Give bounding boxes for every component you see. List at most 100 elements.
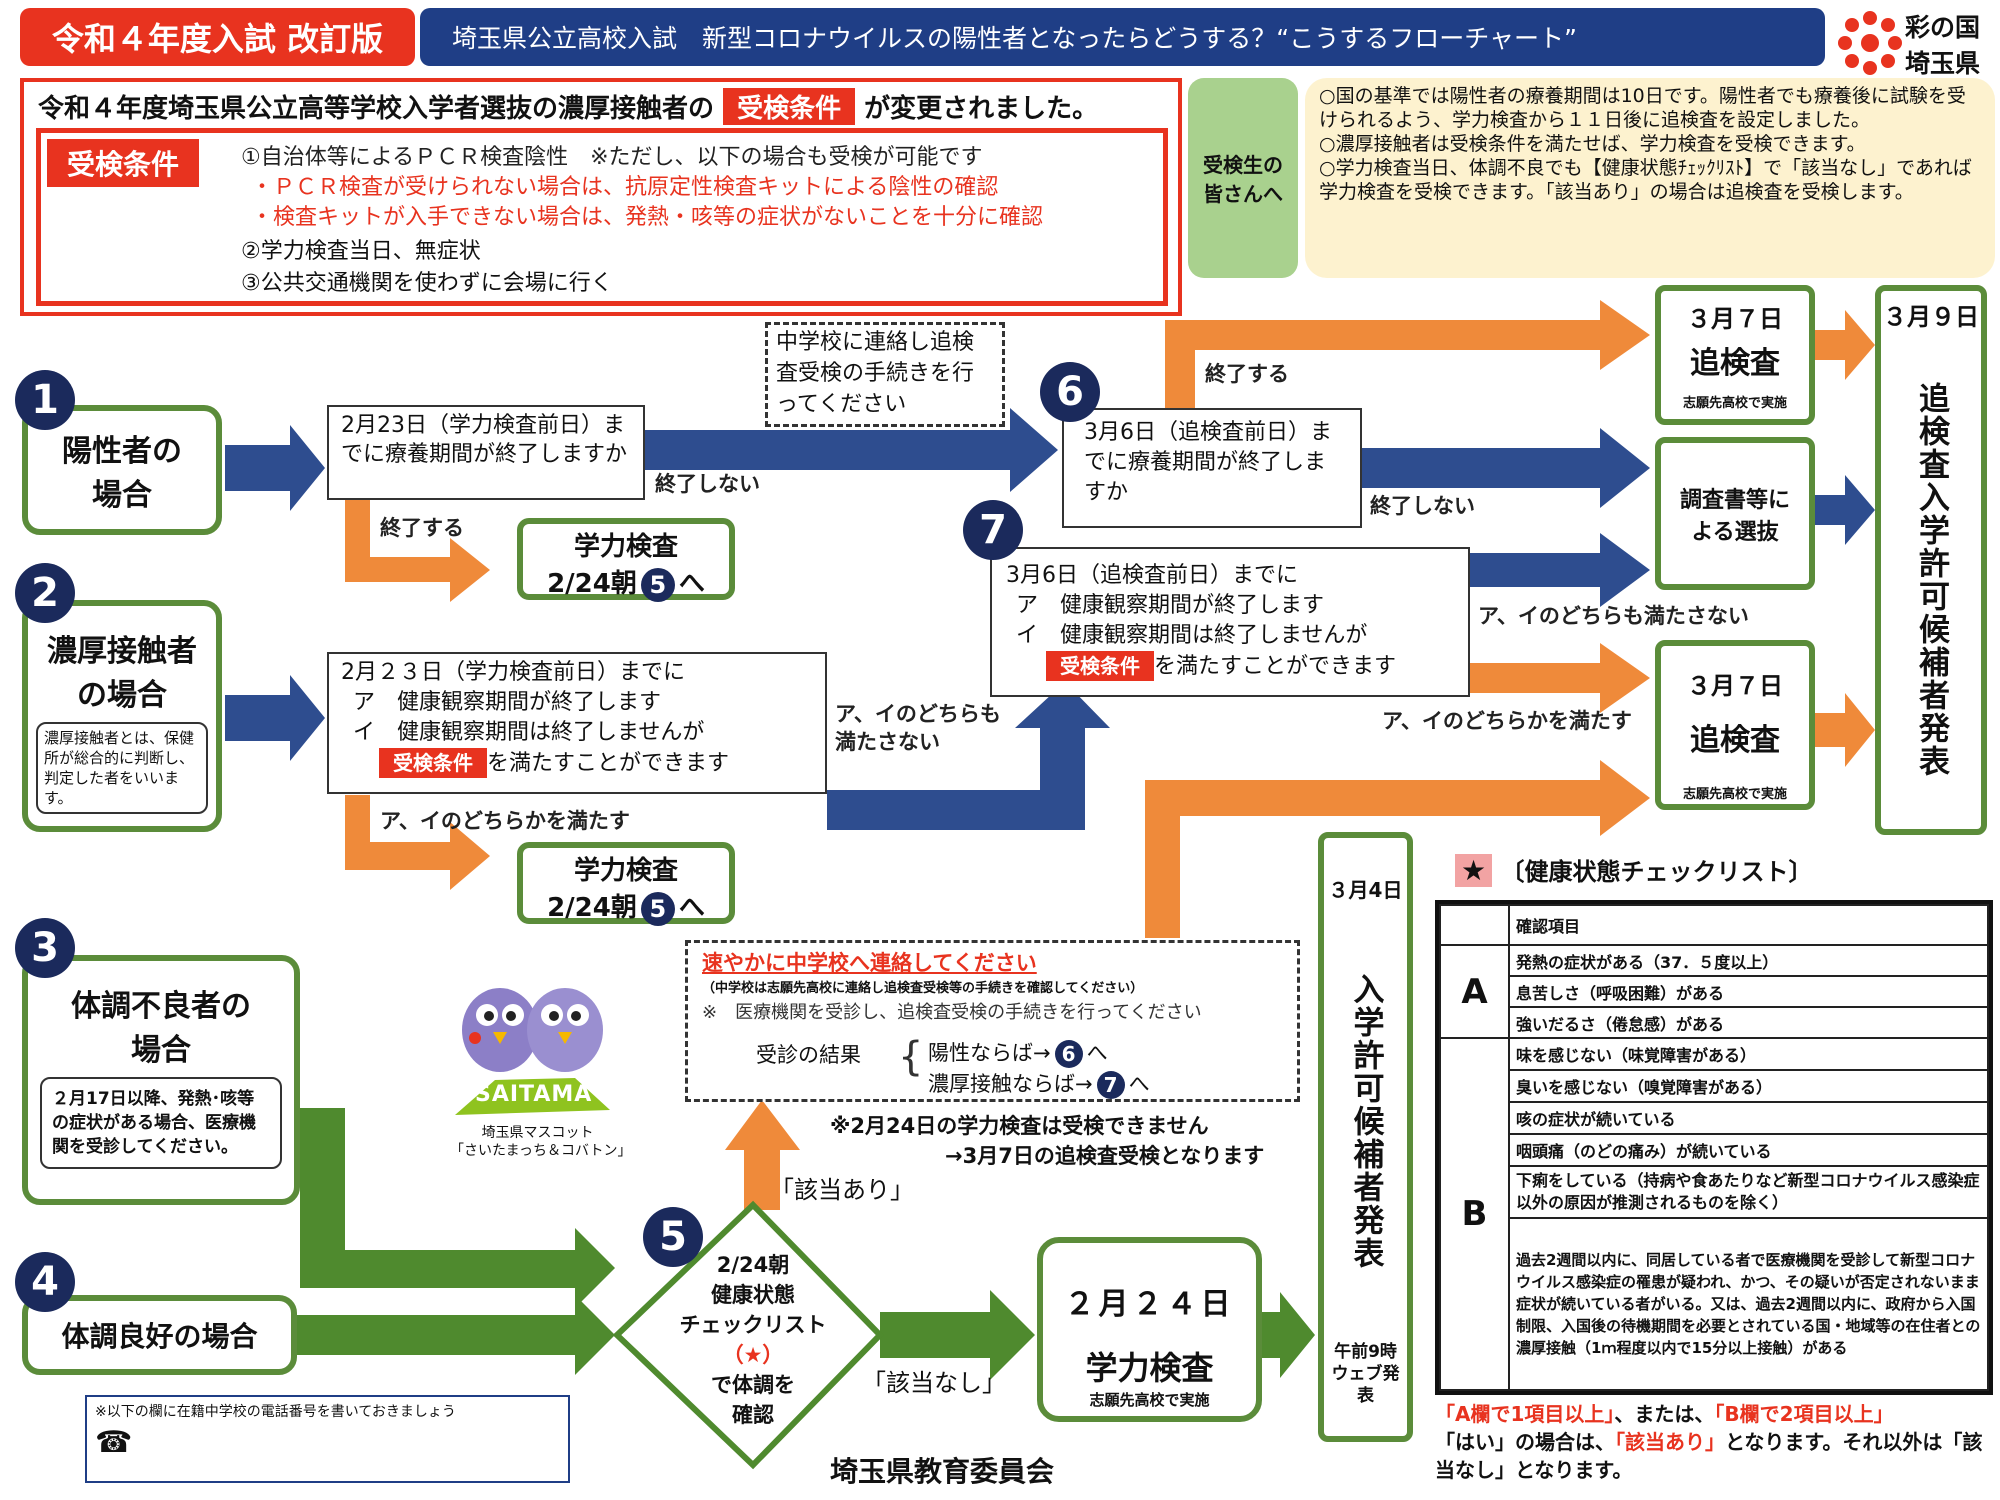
diamond-line4: （★）: [722, 1343, 784, 1367]
mar4-result-box: ３月4日 入学許可候補者発表 午前9時ウェブ発表: [1318, 832, 1413, 1442]
label-yes: 「該当あり」: [770, 1176, 914, 1204]
retest-2-sub: 志願先高校で実施: [1682, 787, 1787, 802]
label-not-ended-q6: 終了しない: [1370, 494, 1475, 518]
label-neither-q7: ア、イのどちらも満たさない: [1478, 604, 1749, 628]
notice-lead-text: 令和４年度埼玉県公立高等学校入学者選抜の濃厚接触者の: [38, 94, 715, 124]
cond-line2: ・ＰＣＲ検査が受けられない場合は、抗原定性検査キットによる陰性の確認: [251, 175, 999, 200]
edition-badge: 令和４年度入試 改訂版: [20, 8, 415, 66]
q2-line1: 2月２３日（学力検査前日）までに: [341, 660, 685, 685]
logo-line2: 埼玉県: [1905, 49, 1981, 78]
question-recovery-feb23: 2月23日（学力検査前日）までに療養期間が終了しますか: [327, 405, 645, 500]
label-no: 「該当なし」: [862, 1369, 1006, 1397]
notice-tail: が変更されました。: [864, 94, 1099, 124]
arrow-retest2-mar9: [1815, 693, 1875, 767]
arrow-q1-q6: [645, 408, 1058, 492]
students-info: ○国の基準では陽性者の療養期間は10日です。陽性者でも療養後に試験を受けられるよ…: [1305, 78, 1995, 278]
diamond-text: 2/24朝 健康状態 チェックリスト （★） で体調を 確認: [672, 1250, 834, 1430]
if-positive-step: 6: [1054, 1040, 1083, 1068]
students-p2: ○濃厚接触者は受検条件を満たせば、学力検査を受検できます。: [1319, 133, 1866, 155]
cond-line3: ・検査キットが入手できない場合は、発熱・咳等の症状がないことを十分に確認: [251, 205, 1044, 230]
arrow-c4-diamond: [295, 1295, 615, 1375]
conditions-box: 受検条件 ①自治体等によるＰＣＲ検査陰性 ※ただし、以下の場合も受検が可能です …: [36, 128, 1168, 306]
arrow-c1-q1: [225, 425, 325, 511]
mar9-date: ３月９日: [1883, 303, 1979, 331]
arrow-q7-retest: [1470, 643, 1650, 713]
arrow-contact-retest: [1145, 760, 1650, 938]
cond-line1-text: ①自治体等によるＰＣＲ検査陰性 ※ただし、以下の場合も受検が可能です: [241, 145, 983, 170]
arrow-diamond-feb24: [880, 1290, 1035, 1380]
rule-yes2: となります。それ以外は「該当なし」となります。: [1435, 1430, 1983, 1482]
step-7-badge: 7: [963, 500, 1023, 560]
mar4-date: ３月4日: [1328, 878, 1403, 902]
question-observation-feb23: 2月２３日（学力検査前日）までに ア 健康観察期間が終了します イ 健康観察期間…: [327, 652, 827, 794]
if-contact: 濃厚接触ならば→: [928, 1072, 1093, 1096]
q7-line1: 3月6日（追検査前日）までに: [1006, 563, 1298, 588]
star-icon: ★: [1455, 854, 1493, 887]
mascot: SAITAMA 埼玉県マスコット 「さいたまっち＆コバトン」: [435, 970, 635, 1170]
feb24-sub: 志願先高校で実施: [1089, 1391, 1210, 1409]
students-p3: ○学力検査当日、体調不良でも【健康状態ﾁｪｯｸﾘｽﾄ】で「該当なし」であれば学力…: [1319, 157, 1972, 203]
rule-hit: 「該当あり」: [1615, 1430, 1725, 1454]
case-contact-note: 濃厚接触者とは、保健所が総合的に判断し、判定した者をいいます。: [36, 722, 208, 814]
contact-junior-high-box: 速やかに中学校へ連絡してください （中学校は志願先高校に連絡し追検査受検等の手続…: [685, 940, 1300, 1102]
mar4-result-text: 入学許可候補者発表: [1347, 972, 1384, 1270]
item-a3: 強いだるさ（倦怠感）がある: [1508, 1006, 1989, 1039]
saitama-logo: 彩の国 埼玉県: [1835, 8, 1995, 78]
result-label: 受診の結果: [756, 1043, 861, 1067]
arrow-survey-mar9: [1815, 475, 1875, 545]
label-ended-q6: 終了する: [1205, 362, 1289, 386]
item-b4: 咽頭痛（のどの痛み）が続いている: [1508, 1133, 1989, 1167]
item-b5: 下痢をしている（持病や食あたりなど新型コロナウイルス感染症以外の原因が推測される…: [1508, 1165, 1989, 1219]
arrow-diamond-up: [725, 1100, 800, 1210]
label-either-q7: ア、イのどちらかを満たす: [1382, 709, 1632, 733]
label-neither-q2: ア、イのどちらも満たさない: [835, 702, 1001, 754]
arrow-q7-survey: [1470, 533, 1650, 607]
notice-badge: 受検条件: [723, 88, 856, 125]
arrow-q1-exam: [345, 500, 490, 602]
sun-logo-icon: [1838, 11, 1902, 75]
logo-line1: 彩の国: [1905, 13, 1981, 42]
retest-2-date: ３月７日: [1687, 672, 1783, 700]
q7-line3: イ 健康観察期間は終了しませんが: [1016, 623, 1368, 648]
retest-box-1: ３月７日 追検査 志願先高校で実施: [1655, 285, 1815, 425]
diamond-line2: 健康状態: [711, 1283, 795, 1307]
exam-box-1-title: 学力検査: [573, 532, 678, 562]
cond-line5: ③公共交通機関を使わずに会場に行く: [241, 271, 613, 296]
rule-b: 「B欄で2項目以上」: [1714, 1402, 1894, 1426]
feb24-date: ２月２４日: [1064, 1287, 1235, 1322]
if-positive-to: へ: [1086, 1041, 1108, 1065]
case-contact-box: 濃厚接触者の場合 濃厚接触者とは、保健所が総合的に判断し、判定した者をいいます。: [22, 600, 222, 832]
exam-box-2-step: 5: [640, 891, 675, 926]
if-contact-step: 7: [1096, 1071, 1125, 1099]
mascot-label: SAITAMA: [475, 1082, 593, 1107]
q7-line4: を満たすことができます: [1154, 654, 1397, 679]
step-5-badge: 5: [643, 1207, 703, 1267]
exam-box-2-title: 学力検査: [573, 856, 678, 886]
mar4-time: 午前9時ウェブ発表: [1331, 1342, 1400, 1406]
diamond-line5: で体調を: [711, 1373, 795, 1397]
feb24-exam-box: ２月２４日 学力検査 志願先高校で実施: [1037, 1237, 1262, 1422]
if-contact-to: へ: [1128, 1072, 1150, 1096]
label-not-ended: 終了しない: [655, 472, 760, 496]
checklist-title-text: 〔健康状態チェックリスト〕: [1500, 858, 1813, 886]
arrow-q2-up: [827, 682, 1110, 830]
question-observation-mar6: 3月6日（追検査前日）までに ア 健康観察期間が終了します イ 健康観察期間は終…: [990, 547, 1470, 697]
footer-org: 埼玉県教育委員会: [830, 1455, 1055, 1488]
step-3-badge: 3: [15, 918, 75, 978]
exam-box-1-date: 2/24朝: [547, 569, 637, 599]
retest-1-date: ３月７日: [1687, 305, 1783, 333]
cond-line1: ①自治体等によるＰＣＲ検査陰性 ※ただし、以下の場合も受検が可能です: [241, 139, 983, 171]
warning-line1: ※2月24日の学力検査は受検できません: [830, 1114, 1209, 1138]
survey-box: 調査書等による選抜: [1655, 437, 1815, 590]
retest-2-title: 追検査: [1690, 723, 1780, 758]
step-4-badge: 4: [15, 1252, 75, 1312]
item-a2: 息苦しさ（呼吸困難）がある: [1508, 975, 1989, 1008]
page-title: 埼玉県公立高校入試 新型コロナウイルスの陽性者となったらどうする？“こうするフロ…: [420, 8, 1825, 66]
arrow-q2-exam: [345, 795, 490, 890]
students-label: 受検生の皆さんへ: [1188, 78, 1298, 278]
